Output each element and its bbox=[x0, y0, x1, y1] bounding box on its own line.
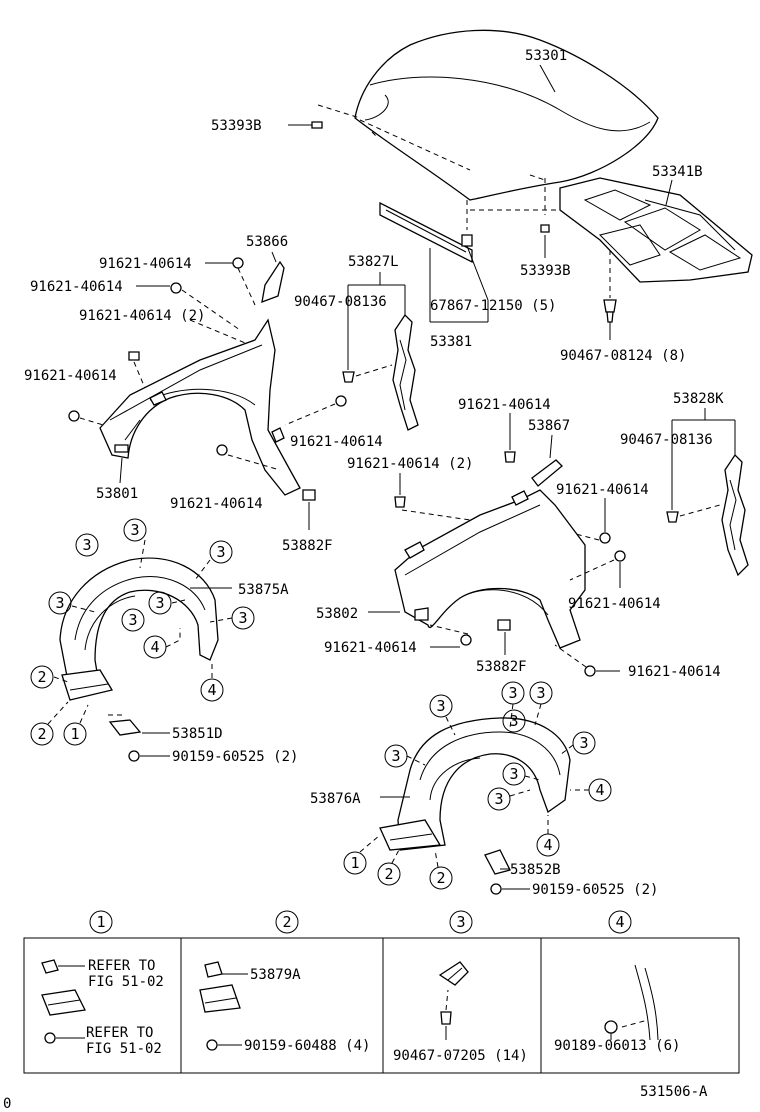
svg-text:3: 3 bbox=[238, 609, 247, 627]
seal-rh-drawing bbox=[392, 313, 419, 431]
detail-header-4: 4 bbox=[615, 913, 624, 931]
svg-text:2: 2 bbox=[37, 668, 46, 686]
svg-text:2: 2 bbox=[436, 869, 445, 887]
label-liner-lh: 53876A bbox=[310, 791, 361, 807]
svg-text:3: 3 bbox=[82, 536, 91, 554]
svg-text:3: 3 bbox=[509, 712, 518, 730]
cell1-refer-a-1: REFER TO bbox=[88, 958, 155, 974]
svg-text:4: 4 bbox=[150, 638, 159, 656]
label-bracket-53867: 53867 bbox=[528, 418, 570, 434]
detail-header-2: 2 bbox=[282, 913, 291, 931]
label-bolt-f: 91621-40614 bbox=[170, 496, 263, 512]
label-bolt-i: 91621-40614 bbox=[556, 482, 649, 498]
fender-lh-drawing bbox=[394, 489, 586, 649]
label-hood-cushion: 53393B bbox=[211, 118, 262, 134]
label-plate-rh: 53882F bbox=[282, 538, 333, 554]
label-screw-lh: 90159-60525 (2) bbox=[532, 882, 658, 898]
label-clip-8124: 90467-08124 (8) bbox=[560, 348, 686, 364]
cell2-part: 53879A bbox=[250, 967, 301, 983]
cell1-refer-b-2: FIG 51-02 bbox=[86, 1041, 162, 1057]
svg-text:3: 3 bbox=[508, 684, 517, 702]
callout-group-rh: 3 3 3 3 3 3 3 4 4 2 2 1 bbox=[30, 518, 255, 746]
figure-code: 531506-A bbox=[640, 1084, 708, 1100]
svg-text:3: 3 bbox=[130, 521, 139, 539]
cell1-refer-b-1: REFER TO bbox=[86, 1025, 153, 1041]
svg-text:2: 2 bbox=[37, 725, 46, 743]
label-fender-lh: 53802 bbox=[316, 606, 358, 622]
label-hood-seal: 67867-12150 (5) bbox=[430, 298, 556, 314]
fender-rh-drawing bbox=[99, 318, 301, 496]
label-bolt-d: 91621-40614 bbox=[24, 368, 117, 384]
label-seal-lh: 53828K bbox=[673, 391, 724, 407]
label-clip-lh: 90467-08136 bbox=[620, 432, 713, 448]
svg-text:3: 3 bbox=[155, 594, 164, 612]
svg-text:3: 3 bbox=[494, 790, 503, 808]
label-fender-rh: 53801 bbox=[96, 486, 138, 502]
cell1-refer-a-2: FIG 51-02 bbox=[88, 974, 164, 990]
callout-group-lh: 3 3 3 3 3 3 3 3 4 4 1 2 2 bbox=[343, 681, 612, 890]
label-clip-rh: 90467-08136 bbox=[294, 294, 387, 310]
label-liner-rh: 53875A bbox=[238, 582, 289, 598]
cell4-screw: 90189-06013 (6) bbox=[554, 1038, 680, 1054]
liner-lh-drawing bbox=[379, 717, 571, 851]
hood-insulator-drawing bbox=[559, 177, 753, 283]
label-shield-lh: 53852B bbox=[510, 862, 561, 878]
cell3-clip: 90467-07205 (14) bbox=[393, 1048, 528, 1064]
label-hood: 53301 bbox=[525, 48, 567, 64]
label-insulator: 53341B bbox=[652, 164, 703, 180]
svg-text:3: 3 bbox=[509, 765, 518, 783]
svg-text:3: 3 bbox=[391, 747, 400, 765]
svg-text:3: 3 bbox=[536, 684, 545, 702]
label-plate-lh: 53882F bbox=[476, 659, 527, 675]
label-seal-rh: 53827L bbox=[348, 254, 399, 270]
detail-header-3: 3 bbox=[456, 913, 465, 931]
svg-text:1: 1 bbox=[70, 725, 79, 743]
label-bolt-b: 91621-40614 bbox=[30, 279, 123, 295]
svg-text:3: 3 bbox=[216, 543, 225, 561]
detail-header-1: 1 bbox=[96, 913, 105, 931]
svg-text:4: 4 bbox=[543, 836, 552, 854]
hood-seal-drawing bbox=[379, 201, 473, 264]
liner-rh-drawing bbox=[59, 557, 219, 701]
svg-text:3: 3 bbox=[55, 594, 64, 612]
label-bolt-j: 91621-40614 bbox=[568, 596, 661, 612]
label-bolt-k: 91621-40614 bbox=[324, 640, 417, 656]
label-hood-cushion-2: 53393B bbox=[520, 263, 571, 279]
label-bolt-c: 91621-40614 (2) bbox=[79, 308, 205, 324]
label-screw-rh: 90159-60525 (2) bbox=[172, 749, 298, 765]
footer-left-mark: 0 bbox=[3, 1096, 11, 1112]
label-shield-rh: 53851D bbox=[172, 726, 223, 742]
cell2-screw: 90159-60488 (4) bbox=[244, 1038, 370, 1054]
svg-text:4: 4 bbox=[595, 781, 604, 799]
seal-lh-drawing bbox=[721, 453, 749, 577]
label-bolt-a: 91621-40614 bbox=[99, 256, 192, 272]
svg-text:1: 1 bbox=[350, 854, 359, 872]
label-bolt-l: 91621-40614 bbox=[628, 664, 721, 680]
label-bracket-53866: 53866 bbox=[246, 234, 288, 250]
hood-drawing bbox=[354, 29, 659, 201]
label-bolt-h: 91621-40614 (2) bbox=[347, 456, 473, 472]
svg-text:3: 3 bbox=[128, 611, 137, 629]
svg-text:3: 3 bbox=[436, 697, 445, 715]
svg-text:2: 2 bbox=[384, 865, 393, 883]
detail-table: 1 2 3 4 REFER TO FIG 51-02 REFER TO FIG … bbox=[23, 910, 740, 1074]
svg-text:4: 4 bbox=[207, 681, 216, 699]
label-bolt-g: 91621-40614 bbox=[458, 397, 551, 413]
svg-text:3: 3 bbox=[579, 734, 588, 752]
label-seal-assembly: 53381 bbox=[430, 334, 472, 350]
label-bolt-e: 91621-40614 bbox=[290, 434, 383, 450]
